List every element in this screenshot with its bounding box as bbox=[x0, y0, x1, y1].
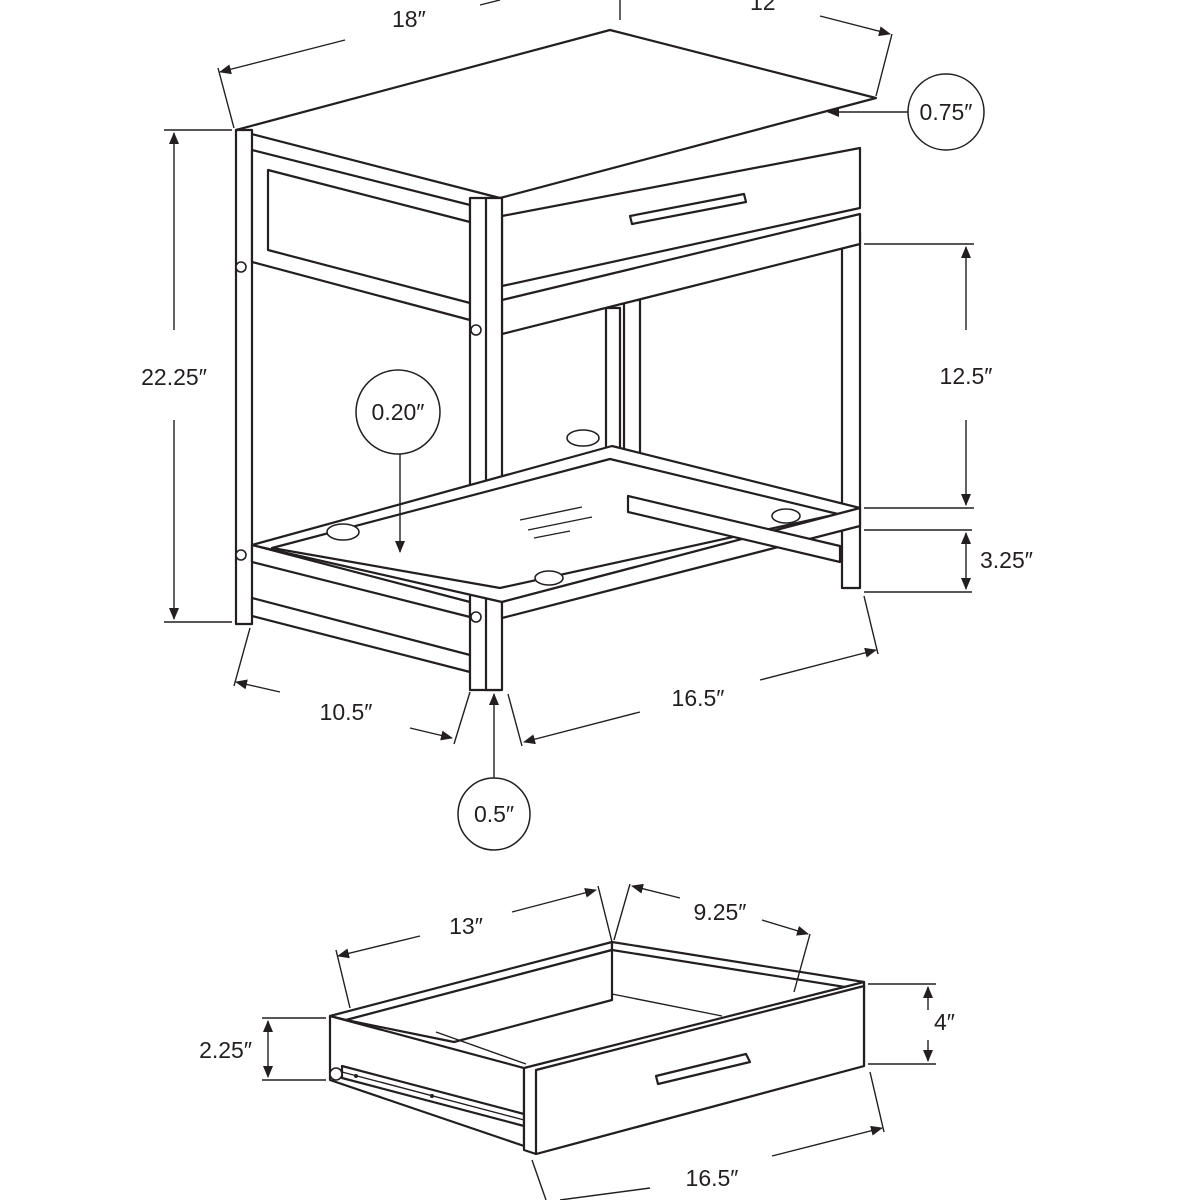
right-lower-rail bbox=[626, 494, 842, 564]
drawer-handle bbox=[628, 192, 748, 226]
dim-drawer-width-ext-right bbox=[869, 1071, 885, 1133]
glass-mark-2 bbox=[527, 516, 593, 531]
bolt-1 bbox=[235, 261, 247, 273]
dim-base-width-ext-left bbox=[507, 693, 523, 747]
dim-drawer-depth-line-left bbox=[337, 935, 421, 959]
dim-rail-bubble bbox=[355, 369, 441, 455]
dim-drawer-width-line-right bbox=[771, 1125, 883, 1157]
drawer-right-side bbox=[610, 940, 866, 992]
dim-base-depth-label: 10.5″ bbox=[320, 699, 373, 725]
dim-drawer-depth-ext-left bbox=[335, 949, 351, 1009]
dim-drawer-inner-line-left bbox=[631, 883, 681, 899]
dim-leg-label: 0.5″ bbox=[474, 801, 514, 827]
dim-base-depth-ext-left bbox=[233, 627, 251, 687]
dim-depth-top-line bbox=[819, 15, 891, 37]
drawer-slide-wheel bbox=[329, 1067, 343, 1081]
dim-base-depth-line-left bbox=[235, 679, 281, 693]
dim-width-top-label: 18″ bbox=[392, 6, 426, 32]
bolt-3 bbox=[235, 549, 247, 561]
dim-width-top-line-right bbox=[479, 0, 501, 6]
bolt-4 bbox=[470, 611, 482, 623]
dim-base-width-label: 16.5″ bbox=[672, 685, 725, 711]
drawer-drawing: 13″ 9.25″ 2.25″ 4″ 16.5″ bbox=[199, 883, 955, 1200]
glass-support-4 bbox=[771, 508, 801, 524]
glass-mark-3 bbox=[533, 530, 571, 539]
dim-drawer-front-label: 4″ bbox=[934, 1009, 955, 1035]
dim-drawer-width-ext-left bbox=[531, 1159, 547, 1200]
dim-bottom-label: 3.25″ bbox=[980, 547, 1033, 573]
drawer-slide-screw-2 bbox=[354, 1074, 358, 1078]
right-back-leg bbox=[840, 230, 862, 590]
dim-top-thickness-bubble bbox=[907, 73, 985, 151]
dim-drawer-width-label: 16.5″ bbox=[686, 1165, 739, 1191]
drawer-bottom bbox=[344, 948, 614, 1044]
dim-drawer-depth-label: 13″ bbox=[449, 913, 483, 939]
dim-base-width-line-right bbox=[759, 647, 877, 681]
glass-support-1 bbox=[326, 523, 360, 541]
front-leg-edge bbox=[484, 196, 504, 692]
dim-drawer-width-line-left bbox=[559, 1187, 651, 1200]
glass-mark-1 bbox=[519, 506, 583, 521]
left-back-leg bbox=[234, 128, 254, 626]
drawer-inner-edge-2 bbox=[435, 1031, 527, 1065]
drawer-front-handle bbox=[654, 1052, 752, 1086]
dim-width-top-ext-left bbox=[217, 67, 235, 129]
dim-height-label: 22.25″ bbox=[141, 364, 207, 390]
dim-drawer-side-label: 2.25″ bbox=[199, 1037, 252, 1063]
dim-top-thickness-label: 0.75″ bbox=[920, 99, 973, 125]
dim-drawer-inner-ext-left bbox=[613, 883, 631, 941]
dim-drawer-inner-label: 9.25″ bbox=[694, 899, 747, 925]
dim-width-top-line-left bbox=[219, 39, 346, 75]
table-top bbox=[234, 28, 878, 200]
dim-base-depth-ext-right bbox=[453, 691, 471, 745]
dim-base-width-line-left bbox=[523, 711, 641, 745]
dim-base-depth-line-right bbox=[409, 727, 453, 741]
dim-drawer-depth-line-right bbox=[511, 887, 597, 913]
dim-leg-bubble bbox=[457, 777, 531, 851]
dim-drawer-depth-ext-right bbox=[597, 885, 613, 943]
drawer-slide-screw bbox=[430, 1094, 434, 1098]
drawer-inner-edge bbox=[611, 993, 723, 1017]
bolt-2 bbox=[470, 324, 482, 336]
glass-support-2 bbox=[566, 429, 600, 447]
dim-clearance-label: 12.5″ bbox=[940, 363, 993, 389]
nightstand-drawing: 18″ 12″ 0.75″ 22.25″ 12.5″ 3.25″ 10.5″ bbox=[141, 0, 1033, 851]
dim-drawer-inner-line-right bbox=[761, 919, 809, 936]
glass-support-3 bbox=[534, 570, 564, 586]
dim-rail-label: 0.20″ bbox=[372, 399, 425, 425]
dim-drawer-inner-ext-right bbox=[793, 933, 811, 993]
dim-depth-top-label: 12″ bbox=[750, 0, 784, 15]
dim-depth-top-ext bbox=[875, 33, 893, 97]
dim-base-width-ext-right bbox=[863, 595, 879, 655]
